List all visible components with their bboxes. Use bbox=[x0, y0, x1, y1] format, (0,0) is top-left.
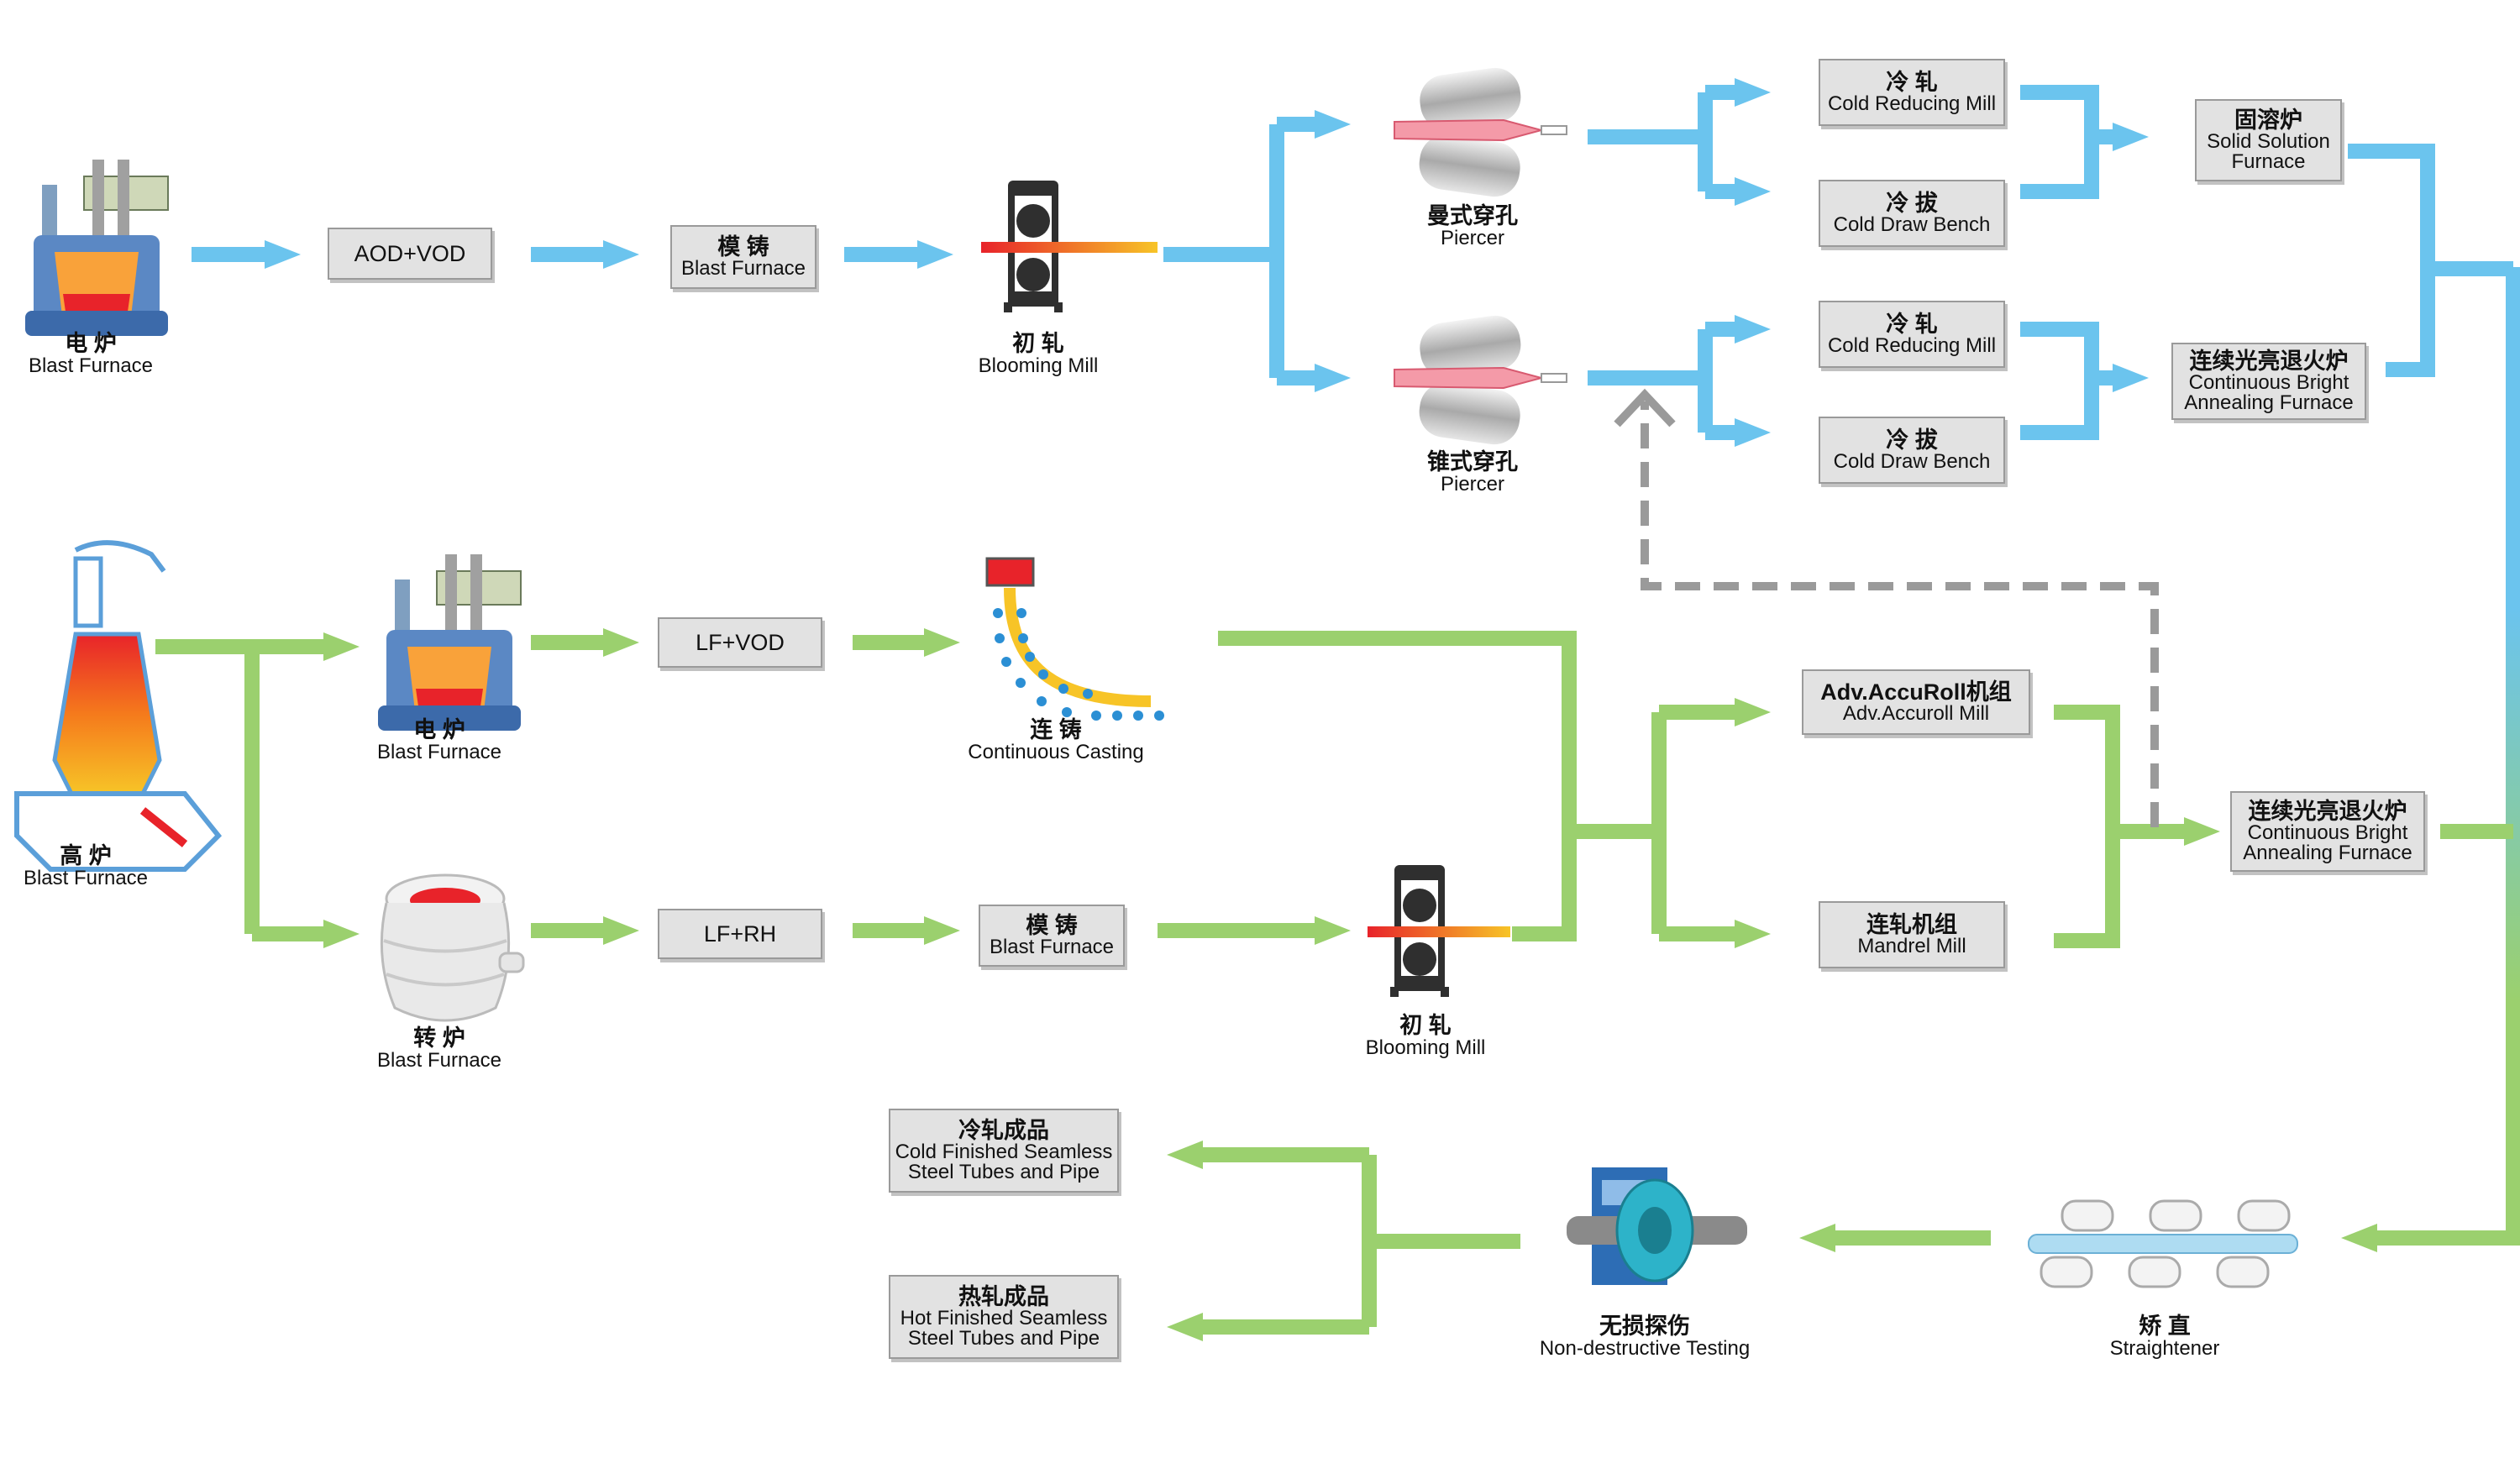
cold-reducing-1-zh: 冷 轧 bbox=[1886, 69, 1938, 95]
lf-vod-box: LF+VOD bbox=[658, 617, 822, 668]
green-flow-lines bbox=[155, 631, 2513, 1335]
lf-rh-label: LF+RH bbox=[703, 920, 777, 947]
solid-solution-zh: 固溶炉 bbox=[2234, 107, 2302, 133]
continuous-casting-icon bbox=[985, 557, 1164, 721]
piercer-icon bbox=[1394, 315, 1567, 445]
cold-draw-2-zh: 冷 拔 bbox=[1886, 427, 1938, 453]
solid-solution-furnace-box: 固溶炉 Solid Solution Furnace bbox=[2195, 99, 2342, 181]
straightener-caption: 矫 直 Straightener bbox=[2110, 1314, 2220, 1360]
mandrel-mill-box: 连轧机组 Mandrel Mill bbox=[1819, 901, 2005, 968]
mold-casting-top-box: 模 铸 Blast Furnace bbox=[670, 225, 816, 289]
converter-en: Blast Furnace bbox=[376, 1049, 502, 1073]
electric-furnace-mid-en: Blast Furnace bbox=[376, 741, 502, 764]
straightener-icon bbox=[2028, 1199, 2298, 1288]
bright-annealing-mid-zh: 连续光亮退火炉 bbox=[2248, 798, 2407, 824]
cold-draw-bench-2-box: 冷 拔 Cold Draw Bench bbox=[1819, 417, 2005, 484]
electric-furnace-mid-caption: 电 炉 Blast Furnace bbox=[377, 718, 501, 763]
cold-finished-zh: 冷轧成品 bbox=[958, 1117, 1049, 1143]
mandrel-zh: 连轧机组 bbox=[1866, 911, 1957, 937]
converter-icon bbox=[380, 873, 525, 1022]
blooming-top-zh: 初 轧 bbox=[1012, 331, 1064, 356]
blooming-mill-bottom-caption: 初 轧 Blooming Mill bbox=[1366, 1014, 1486, 1059]
piercer-1-caption: 曼式穿孔 Piercer bbox=[1427, 204, 1518, 249]
cold-draw-1-zh: 冷 拔 bbox=[1886, 190, 1938, 216]
cold-reducing-mill-1-box: 冷 轧 Cold Reducing Mill bbox=[1819, 59, 2005, 126]
solid-solution-en: Solid Solution Furnace bbox=[2207, 129, 2330, 173]
bright-annealing-top-en: Continuous Bright Annealing Furnace bbox=[2184, 370, 2354, 414]
piercer-1-en: Piercer bbox=[1440, 227, 1505, 250]
mandrel-en: Mandrel Mill bbox=[1857, 934, 1966, 957]
piercer-2-en: Piercer bbox=[1440, 473, 1505, 496]
electric-furnace-top-en: Blast Furnace bbox=[28, 354, 154, 378]
cold-reducing-mill-2-box: 冷 轧 Cold Reducing Mill bbox=[1819, 301, 2005, 368]
lf-vod-label: LF+VOD bbox=[696, 629, 785, 655]
blast-furnace-en: Blast Furnace bbox=[23, 867, 149, 890]
accuroll-zh: Adv.AccuRoll机组 bbox=[1820, 679, 2012, 705]
right-trunk-line bbox=[2506, 267, 2520, 1246]
bright-annealing-top-box: 连续光亮退火炉 Continuous Bright Annealing Furn… bbox=[2171, 343, 2366, 420]
accuroll-en: Adv.Accuroll Mill bbox=[1842, 701, 1990, 725]
continuous-casting-zh: 连 铸 bbox=[1030, 717, 1082, 742]
cold-draw-1-en: Cold Draw Bench bbox=[1833, 212, 1991, 236]
bright-annealing-mid-en: Continuous Bright Annealing Furnace bbox=[2243, 821, 2412, 864]
dashed-arrowhead bbox=[1614, 388, 1676, 427]
mold-casting-bottom-en: Blast Furnace bbox=[989, 935, 1115, 958]
blooming-bottom-en: Blooming Mill bbox=[1365, 1036, 1486, 1060]
straightener-en: Straightener bbox=[2109, 1337, 2220, 1361]
electric-furnace-icon bbox=[378, 554, 522, 731]
piercer-2-zh: 锥式穿孔 bbox=[1427, 449, 1518, 475]
blooming-top-en: Blooming Mill bbox=[978, 354, 1099, 378]
electric-furnace-top-caption: 电 炉 Blast Furnace bbox=[29, 332, 153, 377]
blast-furnace-zh: 高 炉 bbox=[60, 843, 112, 868]
cold-finished-product-box: 冷轧成品 Cold Finished Seamless Steel Tubes … bbox=[889, 1109, 1119, 1193]
green-arrowheads bbox=[323, 628, 2377, 1341]
piercer-2-caption: 锥式穿孔 Piercer bbox=[1427, 450, 1518, 496]
aod-vod-label: AOD+VOD bbox=[354, 240, 466, 266]
blooming-bottom-zh: 初 轧 bbox=[1399, 1013, 1452, 1038]
hot-finished-zh: 热轧成品 bbox=[958, 1283, 1049, 1309]
electric-furnace-icon bbox=[25, 160, 169, 336]
accuroll-mill-box: Adv.AccuRoll机组 Adv.Accuroll Mill bbox=[1802, 669, 2030, 735]
straightener-zh: 矫 直 bbox=[2139, 1314, 2191, 1339]
mold-casting-zh: 模 铸 bbox=[717, 233, 769, 260]
mold-casting-bottom-zh: 模 铸 bbox=[1026, 912, 1078, 938]
continuous-casting-caption: 连 铸 Continuous Casting bbox=[968, 718, 1143, 763]
aod-vod-box: AOD+VOD bbox=[328, 228, 492, 280]
cold-finished-en: Cold Finished Seamless Steel Tubes and P… bbox=[895, 1140, 1113, 1183]
piercer-1-zh: 曼式穿孔 bbox=[1427, 203, 1518, 228]
cold-reducing-1-en: Cold Reducing Mill bbox=[1827, 92, 1997, 115]
blooming-mill-top-caption: 初 轧 Blooming Mill bbox=[979, 332, 1099, 377]
converter-zh: 转 炉 bbox=[413, 1025, 465, 1051]
blue-flow-lines bbox=[192, 85, 2513, 440]
dashed-return-line bbox=[1641, 401, 2159, 827]
cold-reducing-2-en: Cold Reducing Mill bbox=[1827, 333, 1997, 357]
blast-furnace-caption: 高 炉 Blast Furnace bbox=[24, 844, 148, 889]
electric-furnace-mid-zh: 电 炉 bbox=[413, 717, 465, 742]
blast-furnace-icon bbox=[14, 540, 223, 872]
blue-arrowheads bbox=[265, 78, 2149, 447]
cold-draw-bench-1-box: 冷 拔 Cold Draw Bench bbox=[1819, 180, 2005, 247]
piercer-icon bbox=[1394, 67, 1567, 197]
hot-finished-en: Hot Finished Seamless Steel Tubes and Pi… bbox=[900, 1306, 1108, 1350]
hot-finished-product-box: 热轧成品 Hot Finished Seamless Steel Tubes a… bbox=[889, 1275, 1119, 1359]
ndt-zh: 无损探伤 bbox=[1599, 1314, 1690, 1339]
mold-casting-bottom-box: 模 铸 Blast Furnace bbox=[979, 905, 1125, 967]
bright-annealing-mid-box: 连续光亮退火炉 Continuous Bright Annealing Furn… bbox=[2230, 791, 2425, 872]
lf-rh-box: LF+RH bbox=[658, 909, 822, 959]
ndt-en: Non-destructive Testing bbox=[1539, 1337, 1751, 1361]
mold-casting-en: Blast Furnace bbox=[680, 256, 806, 280]
electric-furnace-top-zh: 电 炉 bbox=[65, 331, 117, 356]
bright-annealing-top-zh: 连续光亮退火炉 bbox=[2189, 348, 2349, 374]
continuous-casting-en: Continuous Casting bbox=[968, 741, 1144, 764]
blooming-mill-icon bbox=[981, 181, 1158, 312]
ndt-caption: 无损探伤 Non-destructive Testing bbox=[1540, 1314, 1750, 1360]
converter-caption: 转 炉 Blast Furnace bbox=[377, 1026, 501, 1072]
cold-reducing-2-zh: 冷 轧 bbox=[1886, 311, 1938, 337]
cold-draw-2-en: Cold Draw Bench bbox=[1833, 449, 1991, 473]
blooming-mill-icon bbox=[1368, 865, 1510, 997]
ndt-scanner-icon bbox=[1567, 1167, 1747, 1285]
